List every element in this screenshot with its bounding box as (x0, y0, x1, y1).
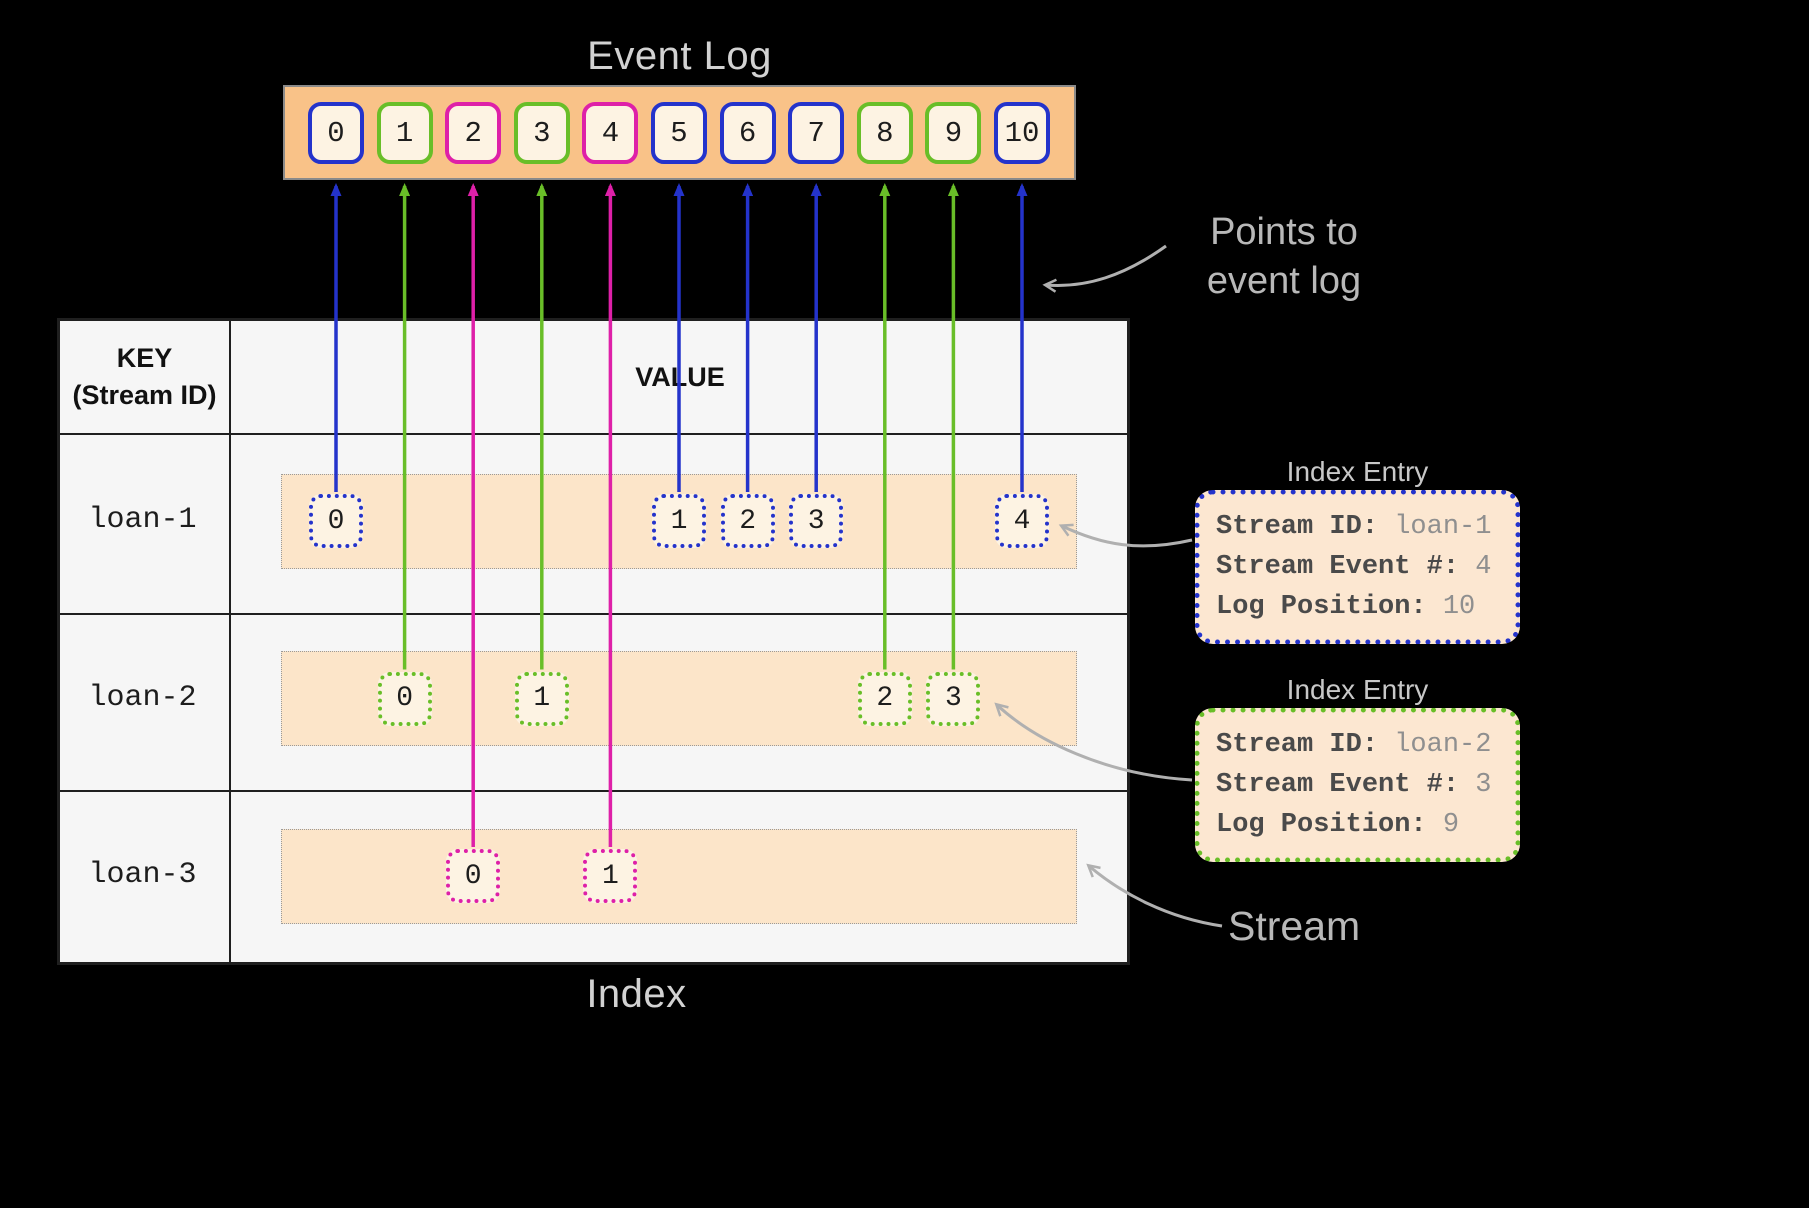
entry-field-value: loan-1 (1394, 512, 1492, 542)
entry-field-label: Stream Event #: (1216, 552, 1476, 582)
index-entry-card-line: Log Position: 9 (1216, 805, 1499, 845)
event-log-cell: 6 (719, 102, 776, 164)
index-entry-box: 0 (446, 849, 501, 903)
entry-field-value: 4 (1475, 552, 1492, 582)
index-entry-box: 1 (652, 494, 706, 548)
table-row-divider-1 (60, 613, 1127, 615)
points-to-annotation: Points to event log (1178, 208, 1390, 306)
index-entry-title: Index Entry (1286, 674, 1429, 705)
entry-field-value: 9 (1442, 810, 1460, 840)
row-key-label: loan-2 (88, 680, 197, 715)
index-caption: Index (586, 972, 687, 1016)
entry-field-label: Stream ID: (1216, 512, 1395, 542)
index-entry-box: 4 (995, 494, 1049, 548)
key-header-line1: KEY (116, 343, 173, 373)
event-log-cell: 1 (376, 102, 433, 164)
entry-field-label: Stream Event #: (1216, 770, 1476, 800)
index-entry-card-line: Stream ID: loan-1 (1216, 507, 1499, 547)
index-entry-box: 1 (514, 671, 569, 726)
stream-stripe (281, 828, 1077, 924)
entry-field-label: Log Position: (1216, 810, 1443, 840)
entry-field-label: Log Position: (1216, 592, 1443, 622)
table-row-divider-2 (60, 790, 1127, 792)
row-key-label: loan-1 (88, 503, 197, 537)
event-log-cell: 10 (994, 102, 1050, 164)
index-entry-card-line: Log Position: 10 (1216, 587, 1499, 627)
entry-field-label: Stream ID: (1216, 730, 1395, 760)
row-key-label: loan-3 (88, 858, 197, 892)
key-column-header: KEY (Stream ID) (60, 321, 229, 433)
points-to-line1: Points to (1210, 211, 1358, 253)
event-log-cell: 3 (513, 102, 570, 164)
annotation-arrow (1042, 244, 1167, 293)
event-log-cell: 2 (445, 102, 502, 164)
index-entry-box: 3 (789, 494, 844, 548)
index-entry-title: Index Entry (1286, 456, 1429, 487)
event-log-cell: 9 (925, 102, 982, 164)
entry-field-value: 3 (1475, 770, 1492, 800)
event-log-cell: 5 (651, 102, 707, 164)
event-log-title: Event Log (587, 34, 772, 78)
index-entry-card-line: Stream ID: loan-2 (1216, 725, 1499, 765)
table-column-divider (229, 321, 231, 962)
index-entry-box: 0 (309, 494, 363, 548)
index-entry-card-line: Stream Event #: 4 (1216, 547, 1499, 587)
event-log-cell: 4 (582, 102, 639, 164)
index-entry-box: 0 (377, 671, 432, 726)
index-entry-box: 2 (857, 671, 912, 726)
stream-annotation: Stream (1228, 903, 1361, 949)
value-column-header: VALUE (635, 361, 725, 392)
index-entry-box: 1 (583, 849, 638, 903)
event-log-cell: 8 (856, 102, 913, 164)
index-entry-box: 3 (926, 671, 981, 726)
table-header-divider (60, 433, 1127, 435)
index-entry-box: 2 (720, 494, 775, 548)
key-header-line2: (Stream ID) (72, 380, 217, 410)
index-entry-card-line: Stream Event #: 3 (1216, 765, 1499, 805)
entry-field-value: loan-2 (1394, 730, 1492, 760)
entry-field-value: 10 (1442, 592, 1476, 622)
points-to-line2: event log (1206, 260, 1362, 302)
event-log-cell: 7 (788, 102, 845, 164)
event-log-cell: 0 (308, 102, 364, 164)
